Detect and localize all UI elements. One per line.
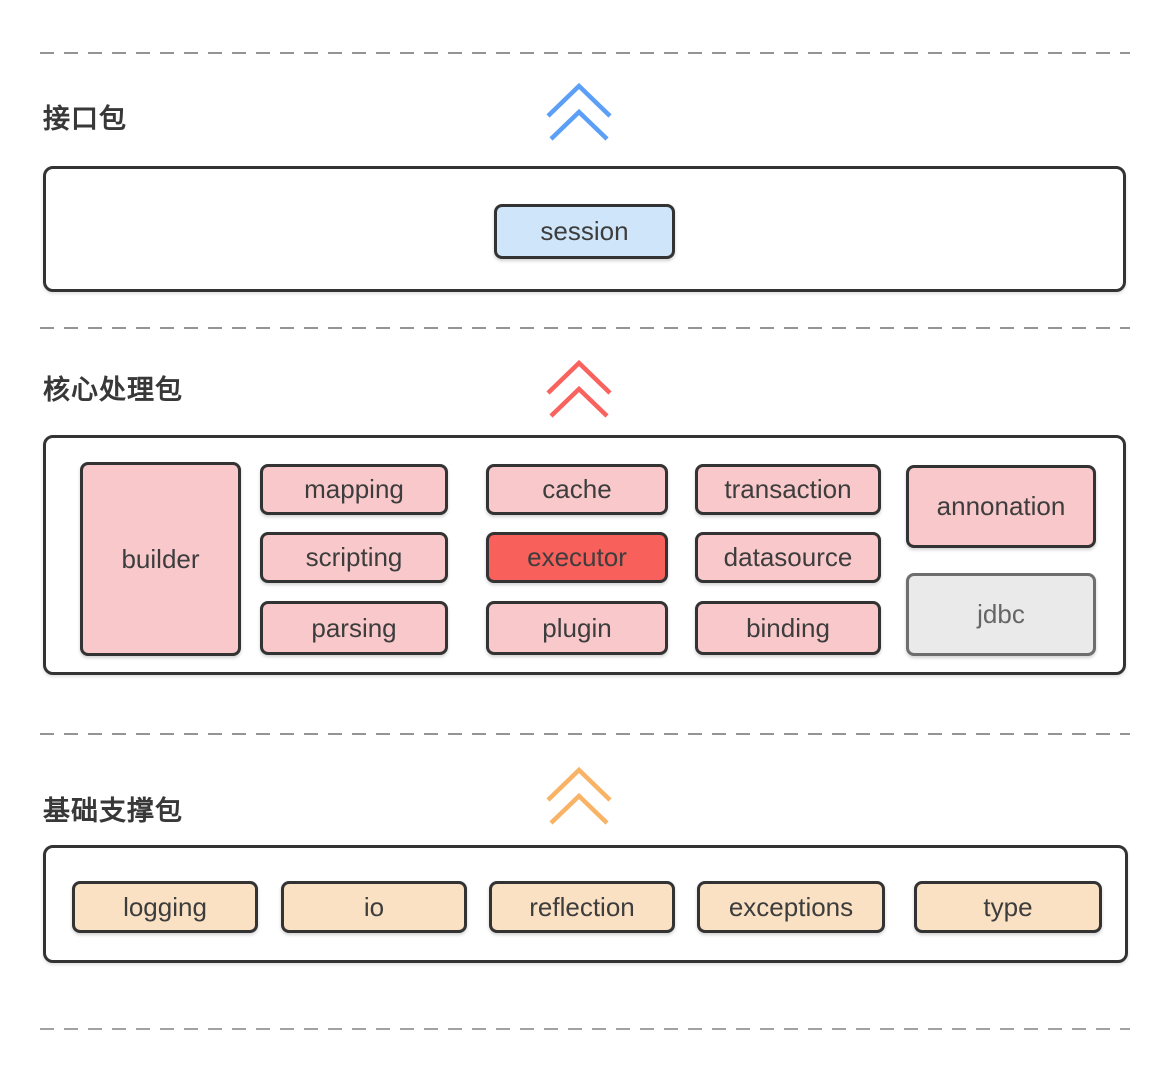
package-box-transaction: transaction — [695, 464, 881, 515]
package-label: mapping — [304, 474, 404, 504]
section-divider — [40, 327, 1130, 329]
package-label: plugin — [542, 612, 612, 643]
package-label: datasource — [723, 542, 853, 572]
package-label: executor — [527, 542, 627, 572]
package-box-jdbc: jdbc — [906, 573, 1096, 656]
package-label: transaction — [724, 474, 852, 504]
package-box-type: type — [914, 881, 1102, 933]
double-chevron-up-icon — [546, 83, 612, 141]
section-divider — [40, 733, 1130, 735]
package-box-mapping: mapping — [260, 464, 448, 515]
package-label: builder — [121, 543, 200, 574]
package-label: session — [540, 216, 629, 246]
package-box-parsing: parsing — [260, 601, 448, 655]
package-box-plugin: plugin — [486, 601, 668, 655]
package-box-exceptions: exceptions — [697, 881, 885, 933]
package-label: binding — [746, 612, 830, 643]
core-package-container: builder mapping scripting parsing cache … — [43, 435, 1126, 675]
package-box-scripting: scripting — [260, 532, 448, 583]
package-label: jdbc — [977, 599, 1025, 629]
package-box-binding: binding — [695, 601, 881, 655]
package-box-cache: cache — [486, 464, 668, 515]
package-label: logging — [123, 891, 207, 922]
package-label: reflection — [529, 891, 635, 922]
package-box-datasource: datasource — [695, 532, 881, 583]
package-box-builder: builder — [80, 462, 241, 656]
section-divider — [40, 52, 1130, 54]
section-label-core: 核心处理包 — [43, 375, 183, 405]
package-box-logging: logging — [72, 881, 258, 933]
package-label: scripting — [305, 542, 403, 572]
package-box-annonation: annonation — [906, 465, 1096, 548]
double-chevron-up-icon — [546, 360, 612, 418]
foundation-package-container: logging io reflection exceptions type — [43, 845, 1128, 963]
interface-package-container: session — [43, 166, 1126, 292]
package-label: io — [363, 891, 385, 922]
package-box-io: io — [281, 881, 467, 933]
package-box-reflection: reflection — [489, 881, 675, 933]
section-label-foundation: 基础支撑包 — [43, 796, 183, 826]
package-label: exceptions — [728, 891, 854, 922]
section-divider — [40, 1028, 1130, 1030]
section-label-interface: 接口包 — [43, 104, 127, 134]
package-label: type — [983, 891, 1033, 922]
package-label: parsing — [311, 612, 397, 643]
package-box-executor: executor — [486, 532, 668, 583]
package-box-session: session — [494, 204, 675, 259]
package-label: annonation — [936, 491, 1066, 521]
package-label: cache — [542, 474, 612, 504]
double-chevron-up-icon — [546, 767, 612, 825]
